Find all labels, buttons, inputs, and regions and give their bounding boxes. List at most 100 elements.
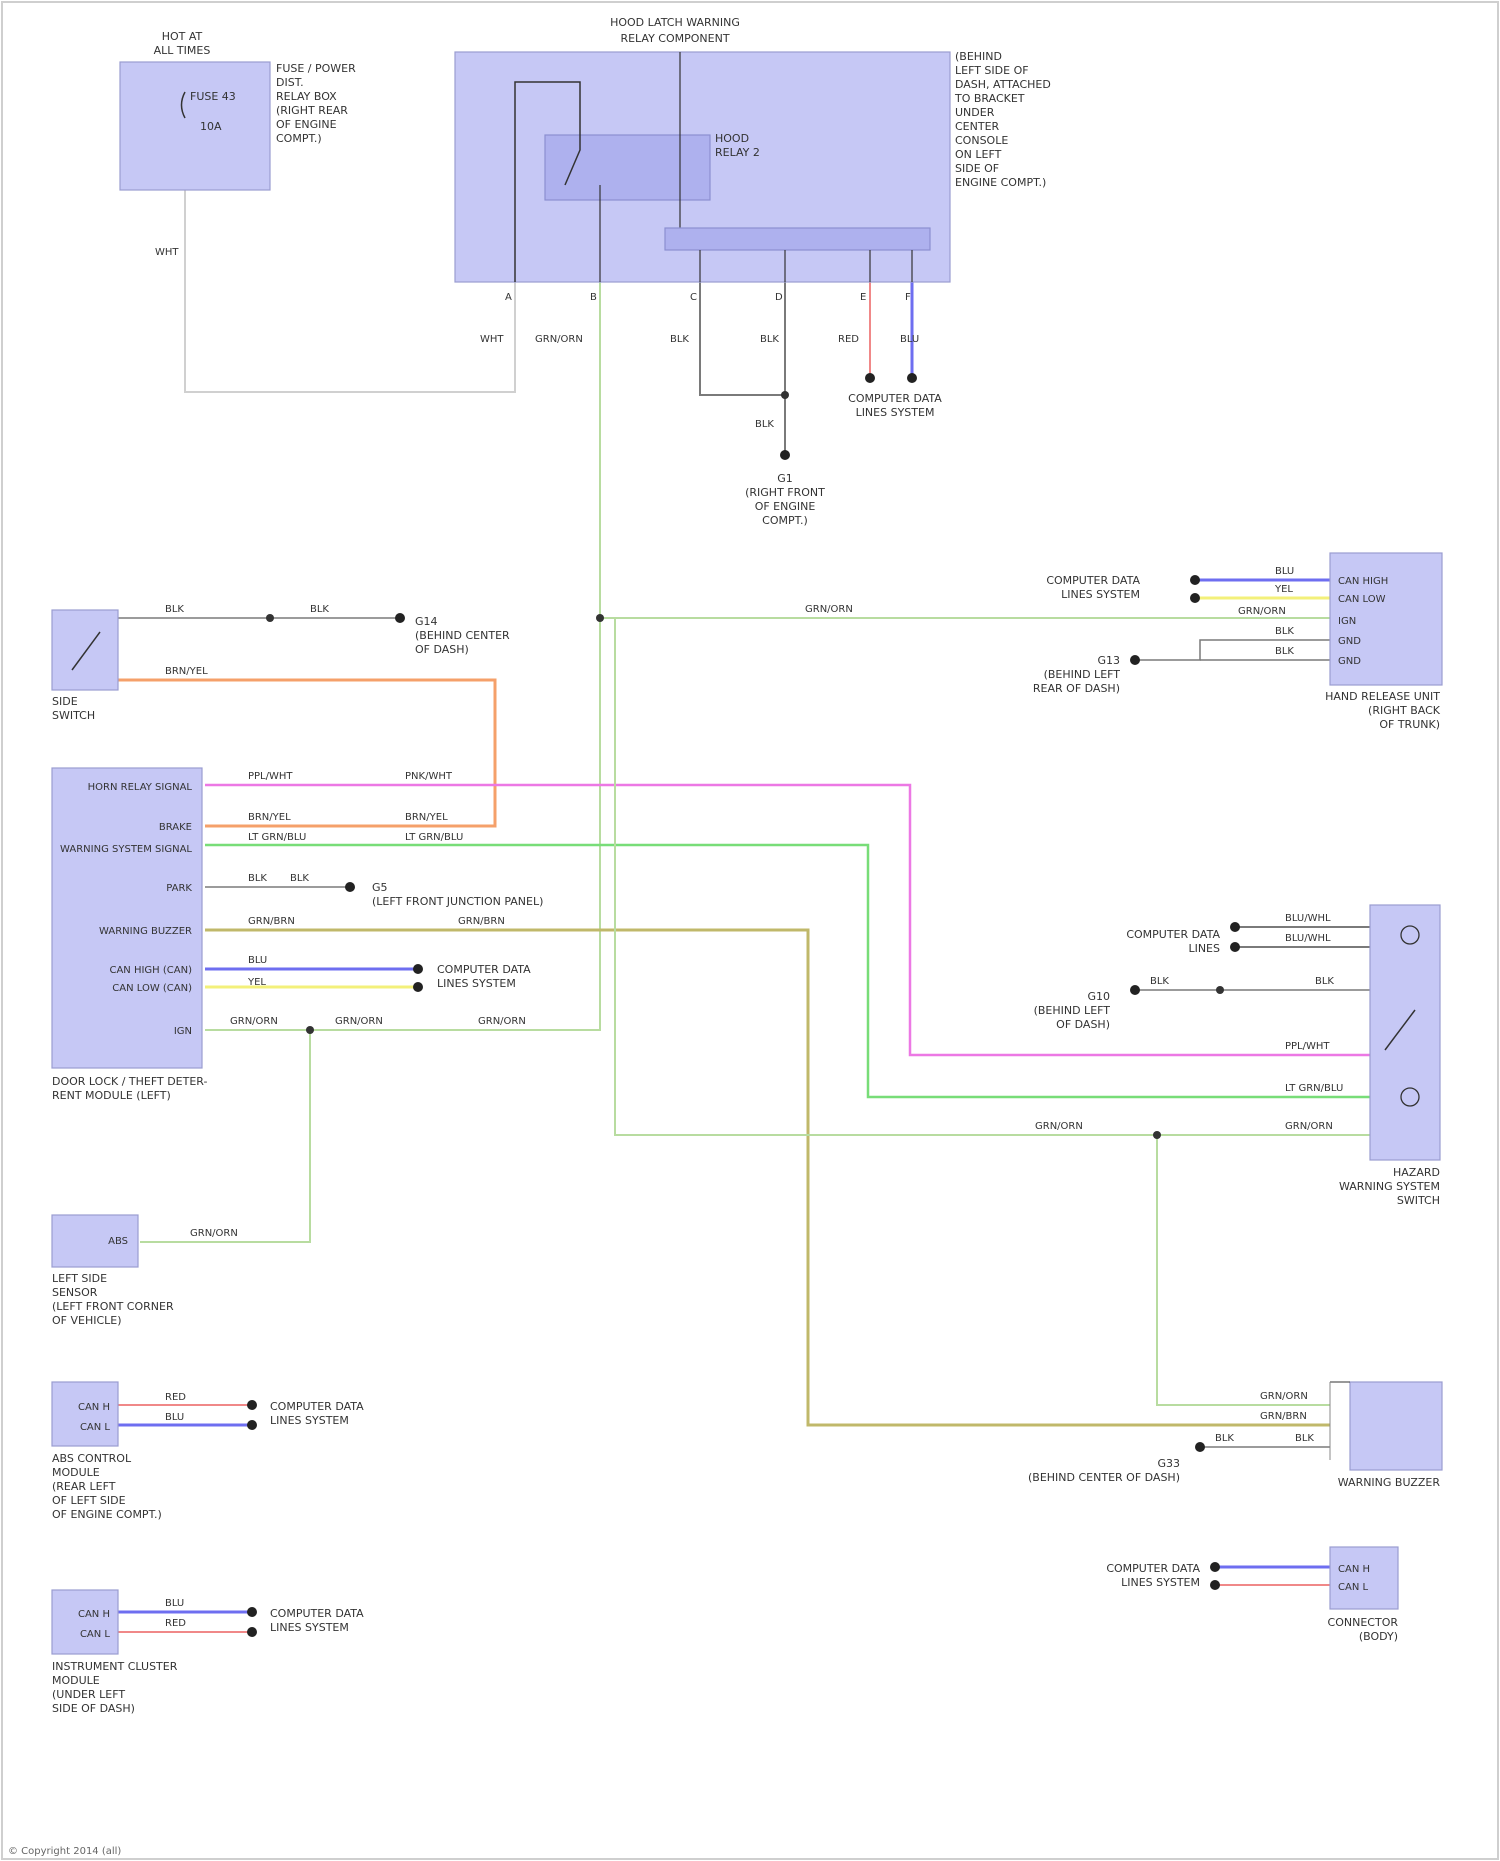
fuse-title-1: HOT AT xyxy=(162,30,203,43)
hood-pin-b: B xyxy=(590,292,597,303)
hood-pin-e: E xyxy=(860,292,866,303)
hood-relay-module: HOOD LATCH WARNING RELAY COMPONENT HOOD … xyxy=(455,16,1051,345)
rt-title-2: (RIGHT BACK xyxy=(1368,704,1441,717)
cl2-wire-blu: BLU xyxy=(165,1598,184,1609)
cl1-title-1: ABS CONTROL xyxy=(52,1452,132,1465)
ground-g10-icon xyxy=(1130,985,1140,995)
ground-g14-icon xyxy=(395,613,405,623)
wire-grn-orn-hazard xyxy=(615,618,1370,1135)
ground-g1-icon xyxy=(780,450,790,460)
side-switch-module: SIDE SWITCH BLK BLK BRN/YEL G14 (BEHIND … xyxy=(52,604,510,722)
g5-label-1: G5 xyxy=(372,881,388,894)
left-sensor-pin: ABS xyxy=(108,1236,128,1247)
hz-wire-1: BLU/WHL xyxy=(1285,913,1331,924)
tw-blk2: BLK xyxy=(290,873,309,884)
tw-ltg2: LT GRN/BLU xyxy=(405,832,463,843)
g33-label-2: (BEHIND CENTER OF DASH) xyxy=(1028,1471,1180,1484)
buzzer-title: WARNING BUZZER xyxy=(1338,1476,1441,1489)
left-sensor-title-1: LEFT SIDE xyxy=(52,1272,107,1285)
tw-go3: GRN/ORN xyxy=(478,1016,526,1027)
left-sensor-module: ABS LEFT SIDE SENSOR (LEFT FRONT CORNER … xyxy=(52,1215,238,1327)
theft-pin-ign: IGN xyxy=(174,1026,192,1037)
hood-title-1: HOOD LATCH WARNING xyxy=(610,16,740,29)
theft-title-1: DOOR LOCK / THEFT DETER- xyxy=(52,1075,207,1088)
side-wire-brn: BRN/YEL xyxy=(165,666,208,677)
g33-label-1: G33 xyxy=(1157,1457,1180,1470)
hz-wire-blk2: BLK xyxy=(1315,976,1334,987)
cl1-title-5: OF ENGINE COMPT.) xyxy=(52,1508,162,1521)
left-sensor-wire: GRN/ORN xyxy=(190,1228,238,1239)
hood-wire-blu: BLU xyxy=(900,334,919,345)
conn-pin-h: CAN H xyxy=(1338,1564,1370,1575)
hood-relay-box xyxy=(545,135,710,200)
hz-wire-blk1: BLK xyxy=(1150,976,1169,987)
can-terminal-mid-l xyxy=(413,982,423,992)
side-wire-blk2: BLK xyxy=(310,604,329,615)
cl2-can-1: COMPUTER DATA xyxy=(270,1607,364,1620)
tw-yel: YEL xyxy=(247,977,266,988)
hood-side-7: CONSOLE xyxy=(955,134,1008,147)
copyright-footer: © Copyright 2014 (all) xyxy=(8,1846,121,1857)
cl2-title-2: MODULE xyxy=(52,1674,100,1687)
hood-side-5: UNDER xyxy=(955,106,995,119)
theft-pin-horn: HORN RELAY SIGNAL xyxy=(88,782,193,793)
can-top-2: LINES SYSTEM xyxy=(856,406,935,419)
hood-bus-bar xyxy=(665,228,930,250)
rt-wire-yel: YEL xyxy=(1274,584,1293,595)
hood-pin-c: C xyxy=(690,292,697,303)
can-terminal-red xyxy=(865,373,875,383)
rt-wire-blk1: BLK xyxy=(1275,626,1294,637)
hood-side-8: ON LEFT xyxy=(955,148,1002,161)
hz-wire-ltg: LT GRN/BLU xyxy=(1285,1083,1343,1094)
tw-brn1: BRN/YEL xyxy=(248,812,291,823)
fuse-inner-1: FUSE 43 xyxy=(190,90,236,103)
rt-pin-3: IGN xyxy=(1338,616,1356,627)
conn-pin-l: CAN L xyxy=(1338,1582,1368,1593)
conn-title-1: CONNECTOR xyxy=(1328,1616,1399,1629)
cl2-wire-red: RED xyxy=(165,1618,186,1629)
tw-grnbrn1: GRN/BRN xyxy=(248,916,295,927)
wire-olive-buzzer xyxy=(205,930,1330,1425)
cl1-title-4: OF LEFT SIDE xyxy=(52,1494,126,1507)
hood-pin-f: F xyxy=(905,292,911,303)
can-terminal-blue xyxy=(907,373,917,383)
cl1-can-1: COMPUTER DATA xyxy=(270,1400,364,1413)
cl1-wire-red: RED xyxy=(165,1392,186,1403)
hz-wire-ppl: PPL/WHT xyxy=(1285,1041,1330,1052)
hood-pin-d: D xyxy=(775,292,783,303)
theft-pin-canl: CAN LOW (CAN) xyxy=(112,983,192,994)
rt-wire-blu: BLU xyxy=(1275,566,1294,577)
hood-wire-blk2: BLK xyxy=(760,334,779,345)
left-sensor-title-4: OF VEHICLE) xyxy=(52,1314,122,1327)
can-terminal-mid-h xyxy=(413,964,423,974)
g13-label-2: (BEHIND LEFT xyxy=(1044,668,1121,681)
left-sensor-title-3: (LEFT FRONT CORNER xyxy=(52,1300,174,1313)
hood-pin-a: A xyxy=(505,292,512,303)
wire-rt-gnd xyxy=(1135,640,1330,660)
tw-ltg1: LT GRN/BLU xyxy=(248,832,306,843)
hood-side-3: DASH, ATTACHED xyxy=(955,78,1051,91)
fuse-side-6: COMPT.) xyxy=(276,132,322,145)
rt-can-1: COMPUTER DATA xyxy=(1046,574,1140,587)
hood-side-9: SIDE OF xyxy=(955,162,999,175)
g14-label-1: G14 xyxy=(415,615,438,628)
bz-wire-1: GRN/ORN xyxy=(1260,1391,1308,1402)
hazard-title-1: HAZARD xyxy=(1393,1166,1440,1179)
ground-g5-icon xyxy=(345,882,355,892)
hood-side-6: CENTER xyxy=(955,120,1000,133)
rt-pin-5: GND xyxy=(1338,656,1361,667)
cl2-title-4: SIDE OF DASH) xyxy=(52,1702,135,1715)
cl2-pin-l: CAN L xyxy=(80,1629,110,1640)
can-top-1: COMPUTER DATA xyxy=(848,392,942,405)
g14-label-2: (BEHIND CENTER xyxy=(415,629,510,642)
fuse-side-4: (RIGHT REAR xyxy=(276,104,348,117)
bz-wire-4: BLK xyxy=(1295,1433,1314,1444)
rt-title-3: OF TRUNK) xyxy=(1379,718,1440,731)
can-mid-2: LINES SYSTEM xyxy=(437,977,516,990)
side-switch-subtitle: SWITCH xyxy=(52,709,95,722)
tw-go1: GRN/ORN xyxy=(230,1016,278,1027)
g1-label-2: (RIGHT FRONT xyxy=(745,486,825,499)
hood-side-2: LEFT SIDE OF xyxy=(955,64,1029,77)
hood-wire-blk1: BLK xyxy=(670,334,689,345)
